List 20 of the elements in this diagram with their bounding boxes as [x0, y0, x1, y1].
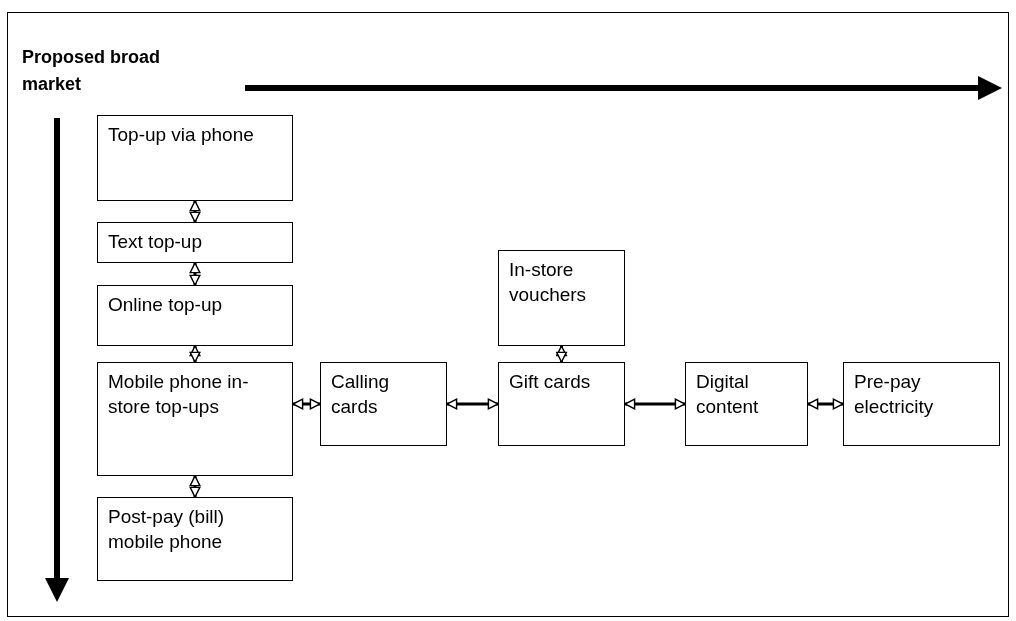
process-box: Mobile phone in-store top-ups [97, 362, 293, 476]
process-box: Online top-up [97, 285, 293, 346]
process-box: Top-up via phone [97, 115, 293, 201]
process-box: Calling cards [320, 362, 447, 446]
process-box: Post-pay (bill) mobile phone [97, 497, 293, 581]
process-box: Digital content [685, 362, 808, 446]
double-arrow [292, 398, 321, 410]
process-box: Pre-pay electricity [843, 362, 1000, 446]
double-arrow [189, 475, 201, 498]
double-arrow [624, 398, 686, 410]
process-box: Gift cards [498, 362, 625, 446]
double-arrow [189, 262, 201, 286]
process-box: Text top-up [97, 222, 293, 263]
double-arrow [189, 345, 201, 363]
double-arrow [189, 200, 201, 223]
heading: Proposed broad market [22, 46, 161, 96]
process-box: In-store vouchers [498, 250, 625, 346]
double-arrow [556, 345, 567, 363]
double-arrow [446, 398, 499, 410]
double-arrow [807, 398, 844, 410]
